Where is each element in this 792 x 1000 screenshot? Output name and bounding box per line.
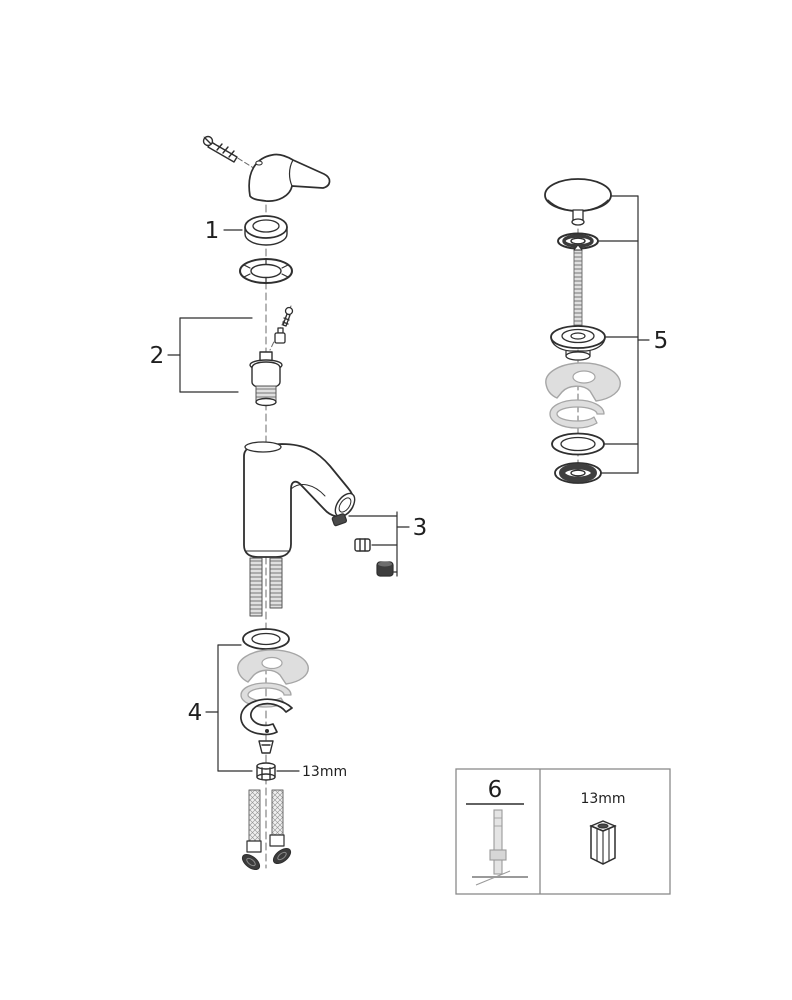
handle-ring bbox=[244, 215, 288, 246]
drain-rubber-ring bbox=[554, 462, 602, 484]
set-screw bbox=[282, 306, 294, 327]
callout-2-group: 2 bbox=[150, 317, 253, 393]
callout-1-group: 1 bbox=[205, 218, 243, 244]
drain-cap bbox=[544, 178, 612, 226]
callout-3: 3 bbox=[413, 515, 428, 541]
handle-screw bbox=[202, 135, 238, 163]
box-wrench-size-label: 13mm bbox=[580, 791, 625, 807]
hose-nut bbox=[354, 538, 371, 552]
drain-threaded-rod bbox=[573, 244, 583, 335]
left-assembly: 1 2 bbox=[150, 135, 428, 871]
mounting-ring bbox=[239, 258, 293, 284]
callout-5-group: 5 bbox=[598, 195, 669, 474]
callout-4-group: 4 bbox=[188, 644, 253, 772]
cone-plug bbox=[258, 740, 274, 754]
group3-parts bbox=[331, 513, 394, 577]
mounting-wedge-gray bbox=[237, 649, 309, 685]
gasket bbox=[376, 561, 394, 577]
c-clamp bbox=[240, 698, 293, 736]
mounting-nut bbox=[256, 762, 276, 781]
drain-washer bbox=[557, 232, 599, 250]
right-assembly: 5 bbox=[544, 178, 669, 484]
drain-seal-ring bbox=[551, 432, 605, 456]
install-tool-illustration bbox=[472, 809, 528, 886]
callout-1: 1 bbox=[205, 218, 220, 244]
valve-stem bbox=[274, 327, 286, 344]
wrench-size-callout: 13mm bbox=[276, 764, 347, 780]
callout-6: 6 bbox=[488, 777, 503, 803]
handle-lever bbox=[248, 153, 331, 202]
base-oring bbox=[242, 628, 290, 650]
legend-box: 6 13mm bbox=[455, 768, 671, 895]
callout-4: 4 bbox=[188, 700, 203, 726]
hex-nut-illustration bbox=[589, 820, 617, 865]
callout-5: 5 bbox=[654, 328, 669, 354]
supply-hoses bbox=[241, 789, 292, 871]
cartridge bbox=[249, 351, 283, 407]
waste-body-gray bbox=[545, 362, 621, 429]
wrench-size-label: 13mm bbox=[302, 764, 347, 780]
drain-flange bbox=[550, 325, 606, 361]
base-studs bbox=[249, 557, 283, 617]
callout-3-group: 3 bbox=[348, 511, 428, 577]
faucet-body bbox=[243, 441, 356, 558]
callout-2: 2 bbox=[150, 343, 165, 369]
